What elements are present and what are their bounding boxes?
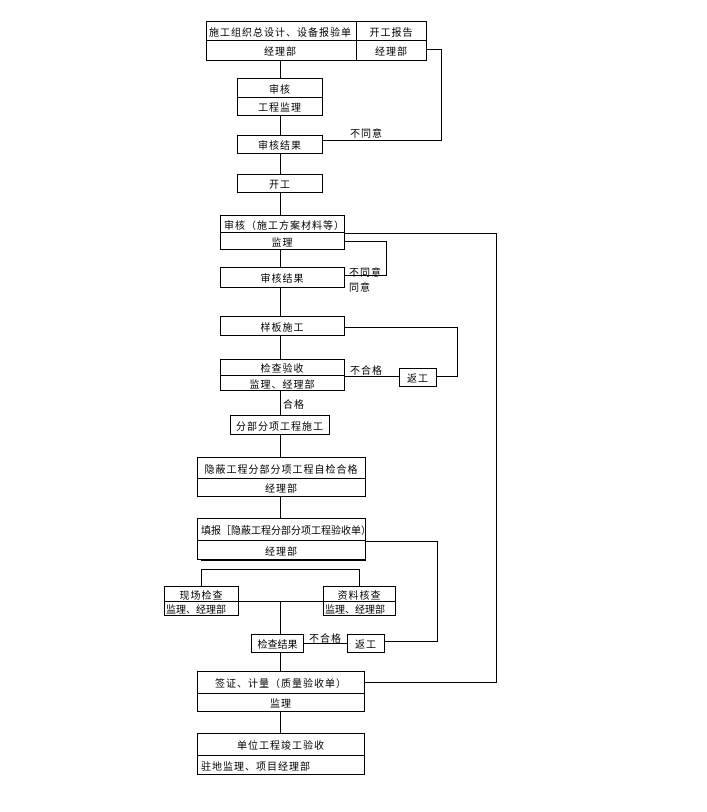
node-final-acceptance: 单位工程竣工验收 驻地监理、项目经理部 <box>197 733 365 775</box>
node-title: 填报［隐蔽工程分部分项工程验收单） <box>201 526 371 537</box>
node-title: 审核 <box>269 84 291 96</box>
node-fill-acceptance-form: 填报［隐蔽工程分部分项工程验收单） 经理部 <box>197 518 371 560</box>
node-owner: 经理部 <box>264 47 297 58</box>
node-owner: 经理部 <box>265 484 298 495</box>
node-rework-2: 返工 <box>347 634 385 653</box>
node-review-result: 审核结果 <box>237 135 323 154</box>
node-title: 签证、计量（质量验收单） <box>215 679 347 690</box>
node-certification-measurement: 签证、计量（质量验收单） 监理 <box>197 671 365 712</box>
node-title: 单位工程竣工验收 <box>237 741 325 752</box>
node-title: 开工 <box>269 180 291 191</box>
node-owner: 监理、经理部 <box>166 605 226 616</box>
node-sample-construction: 样板施工 <box>220 316 345 336</box>
node-start-report-owner: 经理部 <box>375 47 408 58</box>
edge-label-fail: 不合格 <box>350 366 383 377</box>
node-title: 审核结果 <box>258 141 302 152</box>
node-title: 资料核查 <box>337 590 382 602</box>
node-title: 检查验收 <box>260 364 305 375</box>
node-design-submission: 施工组织总设计、设备报验单 经理部 开工报告 经理部 <box>206 21 427 61</box>
node-title: 检查结果 <box>257 640 298 651</box>
node-owner: 监理 <box>271 237 294 249</box>
node-owner: 经理部 <box>265 546 298 558</box>
node-concealed-self-check: 隐蔽工程分部分项工程自检合格 经理部 <box>197 457 366 497</box>
edge-label-agree: 同意 <box>349 283 371 294</box>
edge-label-fail: 不合格 <box>309 634 342 645</box>
node-review: 审核 工程监理 <box>237 78 323 116</box>
node-title: 返工 <box>355 640 377 651</box>
node-title: 现场检查 <box>179 590 224 602</box>
node-title: 样板施工 <box>260 322 305 334</box>
node-owner: 监理、经理部 <box>325 605 385 616</box>
edge-n13r-n11 <box>365 541 438 642</box>
node-title: 审核结果 <box>260 274 305 285</box>
node-site-inspection: 现场检查 监理、经理部 <box>164 586 239 616</box>
node-owner: 驻地监理、项目经理部 <box>201 761 311 773</box>
node-title: 分部分项工程施工 <box>236 421 324 433</box>
edge-n8r-n7 <box>345 327 458 377</box>
edge-label-disagree: 不同意 <box>349 268 382 279</box>
node-review-plan: 审核（施工方案材料等） 监理 <box>220 215 345 250</box>
node-owner: 监理 <box>270 699 292 710</box>
node-owner: 监理、经理部 <box>249 379 316 391</box>
node-start-work: 开工 <box>237 174 323 193</box>
node-title: 返工 <box>407 374 429 385</box>
node-subdivision-construction: 分部分项工程施工 <box>230 415 330 435</box>
node-document-check: 资料核查 监理、经理部 <box>323 586 396 616</box>
node-rework-1: 返工 <box>399 368 437 387</box>
node-inspection-acceptance: 检查验收 监理、经理部 <box>220 359 345 391</box>
node-title: 施工组织总设计、设备报验单 <box>209 27 352 39</box>
node-title: 审核（施工方案材料等） <box>224 220 345 232</box>
edge-n6-n5 <box>345 241 387 276</box>
edge-label-pass: 合格 <box>283 400 305 411</box>
edge-label-disagree: 不同意 <box>350 129 383 140</box>
node-inspection-result: 检查结果 <box>251 634 304 653</box>
node-title: 隐蔽工程分部分项工程自检合格 <box>204 464 359 476</box>
node-start-report-title: 开工报告 <box>369 27 414 39</box>
node-owner: 工程监理 <box>258 103 302 114</box>
node-review-result-2: 审核结果 <box>220 267 345 288</box>
edge-n5-n14 <box>345 233 497 683</box>
edge-n1b-n3 <box>323 49 442 141</box>
